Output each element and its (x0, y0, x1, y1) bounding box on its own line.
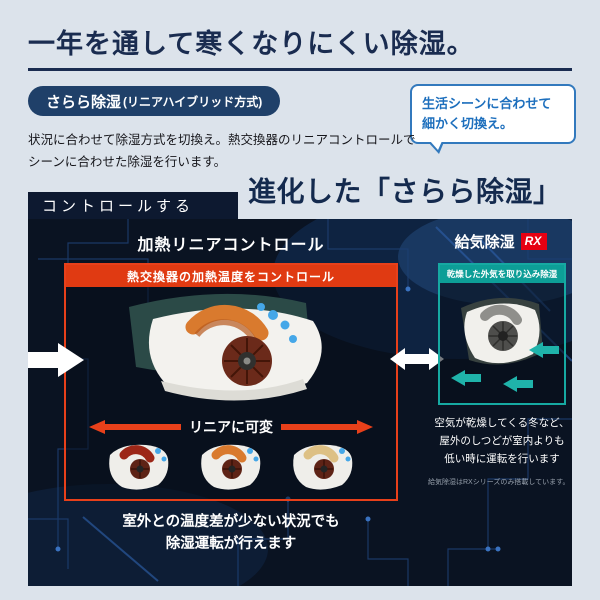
intro-paragraph: 状況に合わせて除湿方式を切換え。熱交換器のリニアコントロールで シーンに合わせた… (28, 130, 416, 174)
linear-arrow-right-icon (281, 420, 373, 434)
heating-box: 熱交換器の加熱温度をコントロール (64, 263, 398, 501)
intake-caption: 空気が乾燥してくる冬など、 屋外のしつどが室内よりも 低い時に運転を行います (430, 415, 572, 469)
headline-underline (28, 68, 572, 71)
heating-caption: 室外との温度差が少ない状況でも 除湿運転が行えます (64, 511, 398, 556)
speech-bubble-line2: 細かく切換え。 (422, 116, 514, 132)
speech-bubble: 生活シーンに合わせて 細かく切換え。 (410, 84, 576, 155)
heating-caption-line2: 除湿運転が行えます (165, 536, 297, 553)
heating-box-header: 熱交換器の加熱温度をコントロール (66, 265, 396, 287)
airflow-right-arrow-icon (28, 343, 84, 377)
ac-unit-variant-low (109, 444, 169, 490)
page-title: 一年を通して寒くなりにくい除湿。 (28, 29, 475, 59)
intake-box: 乾燥した外気を取り込み除湿 (438, 263, 566, 405)
intake-section-title: 給気除湿 (454, 234, 515, 251)
heating-variants-row (66, 439, 396, 493)
intake-caption-line3: 低い時に運転を行います (444, 452, 560, 465)
ac-unit-variant-mid (201, 444, 261, 490)
intake-footnote: 給気除湿はRXシリーズのみ搭載しています。 (428, 479, 570, 486)
control-tab-label: コントロールする (28, 192, 238, 219)
exchange-double-arrow-icon (390, 348, 444, 370)
linear-arrow-left-icon (89, 420, 181, 434)
heat-exchanger-illustration (129, 293, 322, 401)
heating-section-title: 加熱リニアコントロール (137, 237, 325, 254)
intake-box-header: 乾燥した外気を取り込み除湿 (440, 265, 564, 283)
intake-unit-illustration (451, 297, 559, 392)
intro-line2: シーンに合わせた除湿を行います。 (28, 154, 227, 169)
intake-section-title-row: 給気除湿 RX (434, 231, 568, 252)
ac-unit-variant-high (293, 444, 353, 490)
speech-bubble-tail-fill (430, 141, 442, 151)
speech-bubble-line1: 生活シーンに合わせて (422, 96, 552, 111)
intro-line1: 状況に合わせて除湿方式を切換え。熱交換器のリニアコントロールで (28, 133, 416, 147)
feature-panel: 加熱リニアコントロール 熱交換器の加熱温度をコントロール (28, 219, 572, 586)
product-badge: さらら除湿 (リニアハイブリッド方式) (28, 86, 281, 116)
linear-range-label: リニアに可変 (189, 419, 273, 435)
product-badge-name: さらら除湿 (46, 93, 122, 111)
intake-caption-line1: 空気が乾燥してくる冬など、 (434, 417, 570, 429)
rx-model-badge: RX (520, 232, 548, 251)
section-title: 進化した「さらら除湿」 (248, 176, 562, 207)
heating-caption-line1: 室外との温度差が少ない状況でも (122, 514, 340, 530)
intake-caption-line2: 屋外のしつどが室内よりも (439, 434, 565, 447)
linear-range-row: リニアに可変 (66, 417, 396, 437)
product-badge-subtitle: (リニアハイブリッド方式) (123, 94, 263, 109)
